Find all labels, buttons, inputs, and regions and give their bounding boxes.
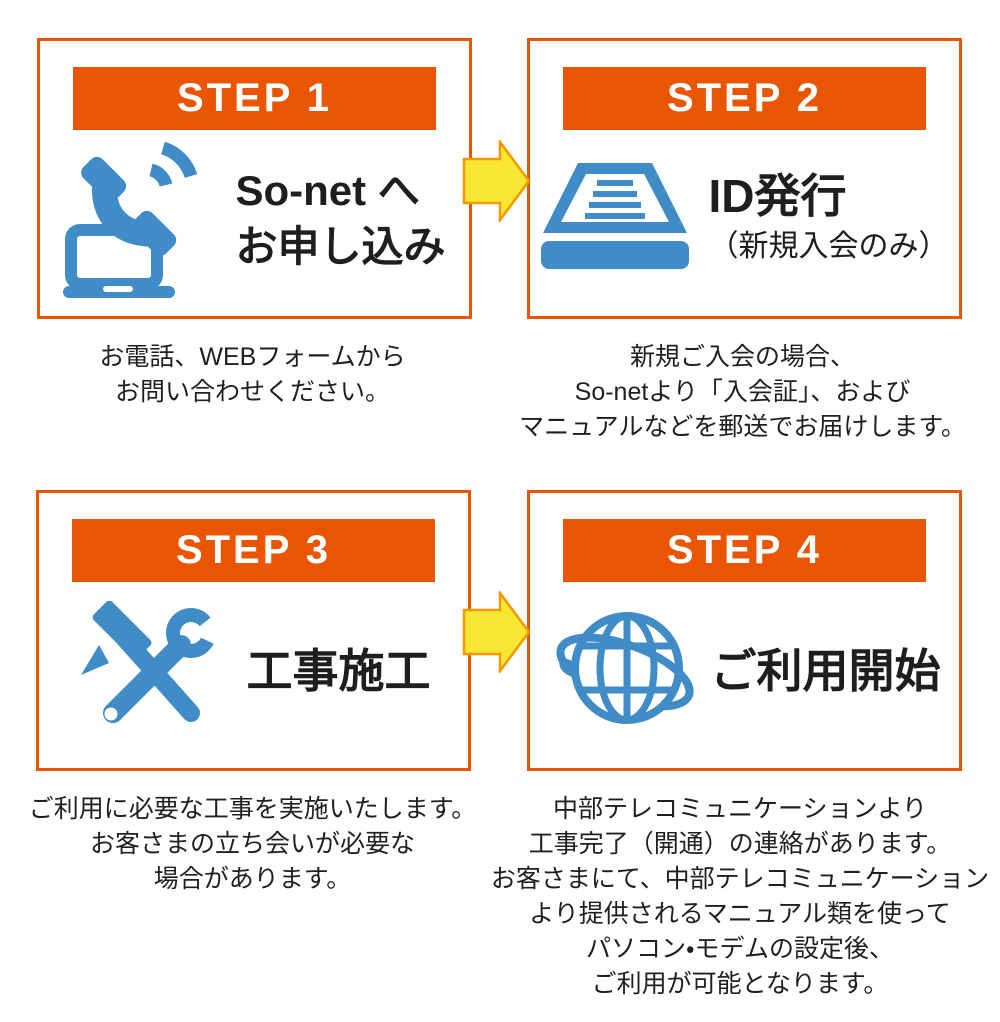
step4-title: ご利用開始	[711, 643, 941, 699]
step4-content: ご利用開始	[530, 582, 959, 768]
step4-desc-line: 中部テレコミュニケーションより	[552, 795, 927, 823]
step4-description: 中部テレコミュニケーションより 工事完了（開通）の連絡があります。 お客さまにて…	[480, 792, 1000, 1002]
step2-label: STEP 2	[666, 76, 823, 120]
step2-subtitle: （新規入会のみ）	[708, 230, 949, 263]
step4-label: STEP 4	[666, 528, 823, 572]
phone-laptop-icon	[63, 140, 215, 298]
step2-title: ID発行 （新規入会のみ）	[709, 168, 949, 270]
step3-content: 工事施工	[39, 582, 468, 768]
step4-desc-line: 工事完了（開通）の連絡があります。	[528, 830, 952, 858]
step1-content: So-net へ お申し込み	[40, 130, 469, 316]
step4-desc-line: より提供されるマニュアル類を使って	[529, 900, 951, 928]
step1-title-line1: So-net へ	[235, 167, 420, 214]
step1-title-line2: お申し込み	[235, 223, 446, 270]
step1-desc-line: お問い合わせください。	[114, 378, 390, 406]
step3-header: STEP 3	[72, 519, 435, 582]
step2-desc-line: 新規ご入会の場合、	[629, 343, 855, 371]
step1-desc-line: お電話、WEBフォームから	[99, 343, 406, 371]
step4-desc-line: お客さまにて、中部テレコミュニケーション	[490, 865, 990, 893]
step3-desc-line: お客さまの立ち会いが必要な	[89, 830, 415, 858]
globe-icon	[549, 604, 701, 738]
step4-title-line1: ご利用開始	[710, 645, 941, 697]
step3-description: ご利用に必要な工事を実施いたします。 お客さまの立ち会いが必要な 場合があります…	[0, 792, 505, 897]
step3-title: 工事施工	[247, 643, 431, 699]
step2-content: ID発行 （新規入会のみ）	[530, 130, 959, 316]
step3-title-line1: 工事施工	[246, 645, 431, 697]
arrow-right-icon	[462, 140, 531, 222]
step4-desc-line: パソコン・モデムの設定後、	[585, 935, 894, 963]
step1-description: お電話、WEBフォームから お問い合わせください。	[0, 340, 505, 410]
step2-description: 新規ご入会の場合、 So-netより「入会証」、および マニュアルなどを郵送でお…	[485, 340, 1000, 445]
step1-box: STEP 1	[37, 38, 472, 319]
step1-header: STEP 1	[73, 67, 436, 130]
step3-box: STEP 3	[36, 490, 471, 771]
step2-header: STEP 2	[563, 67, 926, 130]
tools-icon	[77, 601, 227, 741]
step2-desc-line: So-netより「入会証」、および	[574, 378, 911, 406]
step2-box: STEP 2 ID発行 （新規入会のみ）	[527, 38, 962, 319]
step1-title: So-net へ お申し込み	[235, 163, 445, 275]
step4-box: STEP 4	[527, 490, 962, 771]
step4-header: STEP 4	[563, 519, 926, 582]
step2-title-line1: ID発行	[708, 170, 847, 222]
step3-desc-line: 場合があります。	[153, 865, 352, 893]
step3-label: STEP 3	[175, 528, 332, 572]
document-tray-icon	[540, 163, 689, 275]
step3-desc-line: ご利用に必要な工事を実施いたします。	[28, 795, 477, 823]
arrow-right-icon	[462, 591, 531, 673]
step2-desc-line: マニュアルなどを郵送でお届けします。	[519, 413, 966, 441]
step4-desc-line: ご利用が可能となります。	[591, 970, 889, 998]
step1-label: STEP 1	[176, 76, 333, 120]
